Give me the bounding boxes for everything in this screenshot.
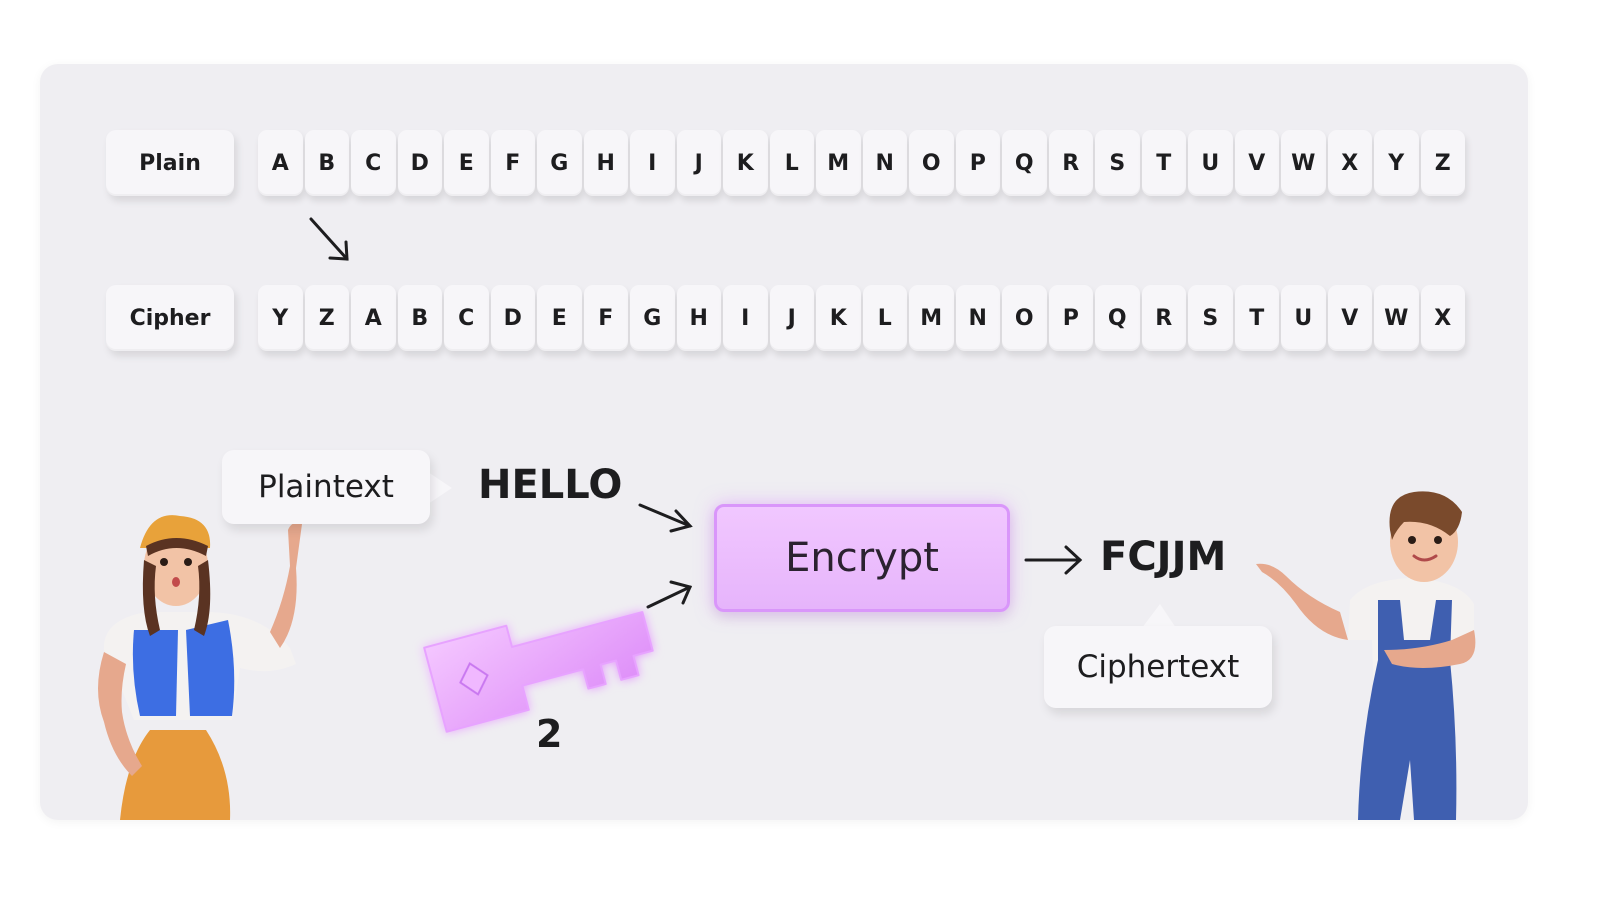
plaintext-bubble: Plaintext xyxy=(222,450,430,524)
plain-letter-cell: V xyxy=(1234,130,1279,196)
cipher-letter-cell: S xyxy=(1188,285,1233,351)
key-value: 2 xyxy=(536,712,563,756)
cipher-row-label: Cipher xyxy=(106,285,234,351)
plain-row-label: Plain xyxy=(106,130,234,196)
cipher-letter-cell: R xyxy=(1141,285,1186,351)
plain-letter-cell: K xyxy=(723,130,768,196)
cipher-letter-cell: J xyxy=(769,285,814,351)
cipher-letter-cell: V xyxy=(1327,285,1372,351)
encrypt-box: Encrypt xyxy=(714,504,1010,612)
plain-letter-cell: D xyxy=(397,130,442,196)
plain-letter-cell: N xyxy=(862,130,907,196)
plain-letter-cell: W xyxy=(1281,130,1326,196)
cipher-letter-cell: K xyxy=(816,285,861,351)
plain-letter-cell: Q xyxy=(1002,130,1047,196)
ciphertext-bubble: Ciphertext xyxy=(1044,626,1272,708)
cipher-letter-cell: F xyxy=(583,285,628,351)
plain-letter-cell: M xyxy=(816,130,861,196)
ciphertext-value: FCJJM xyxy=(1100,534,1227,580)
cipher-letter-cell: Z xyxy=(304,285,349,351)
plain-letter-cell: I xyxy=(630,130,675,196)
cipher-letter-cell: G xyxy=(630,285,675,351)
plain-letter-cell: T xyxy=(1141,130,1186,196)
plaintext-bubble-tail xyxy=(428,472,452,504)
plain-letter-cell: H xyxy=(583,130,628,196)
plain-letter-cell: C xyxy=(351,130,396,196)
cipher-letter-cell: X xyxy=(1420,285,1465,351)
plain-letter-cell: L xyxy=(769,130,814,196)
cipher-letter-cell: Y xyxy=(258,285,303,351)
plain-letter-cell: R xyxy=(1048,130,1093,196)
shift-arrow-icon xyxy=(309,217,349,261)
cipher-letter-cell: M xyxy=(909,285,954,351)
cipher-letter-cell: P xyxy=(1048,285,1093,351)
plain-letter-cell: X xyxy=(1327,130,1372,196)
cipher-letter-cell: C xyxy=(444,285,489,351)
plain-letter-cell: P xyxy=(955,130,1000,196)
cipher-letter-cell: B xyxy=(397,285,442,351)
cipher-letter-cell: I xyxy=(723,285,768,351)
key-arrow-icon xyxy=(646,580,693,609)
cipher-letter-cell: N xyxy=(955,285,1000,351)
plain-letter-cell: E xyxy=(444,130,489,196)
output-arrow-icon xyxy=(1024,545,1083,575)
cipher-letter-cell: O xyxy=(1002,285,1047,351)
cipher-letter-cell: Q xyxy=(1095,285,1140,351)
plain-letter-cell: J xyxy=(676,130,721,196)
cipher-letter-cell: A xyxy=(351,285,396,351)
plain-letter-cell: F xyxy=(490,130,535,196)
cipher-letter-cell: T xyxy=(1234,285,1279,351)
cipher-letter-cell: L xyxy=(862,285,907,351)
cipher-letter-cell: H xyxy=(676,285,721,351)
cipher-letter-cell: W xyxy=(1374,285,1419,351)
plaintext-arrow-icon xyxy=(638,503,693,533)
woman-character xyxy=(98,515,302,820)
plain-letter-cell: U xyxy=(1188,130,1233,196)
ciphertext-bubble-tail xyxy=(1142,604,1176,628)
plain-letter-cell: B xyxy=(304,130,349,196)
plain-letter-cell: A xyxy=(258,130,303,196)
cipher-letter-cell: U xyxy=(1281,285,1326,351)
plaintext-value: HELLO xyxy=(478,462,623,508)
key-icon xyxy=(423,611,654,733)
plain-letter-cell: S xyxy=(1095,130,1140,196)
plain-letter-cell: O xyxy=(909,130,954,196)
cipher-letter-cell: D xyxy=(490,285,535,351)
plain-letter-cell: Y xyxy=(1374,130,1419,196)
plain-letter-cell: G xyxy=(537,130,582,196)
cipher-letter-cell: E xyxy=(537,285,582,351)
man-character xyxy=(1256,491,1476,820)
plain-letter-cell: Z xyxy=(1420,130,1465,196)
